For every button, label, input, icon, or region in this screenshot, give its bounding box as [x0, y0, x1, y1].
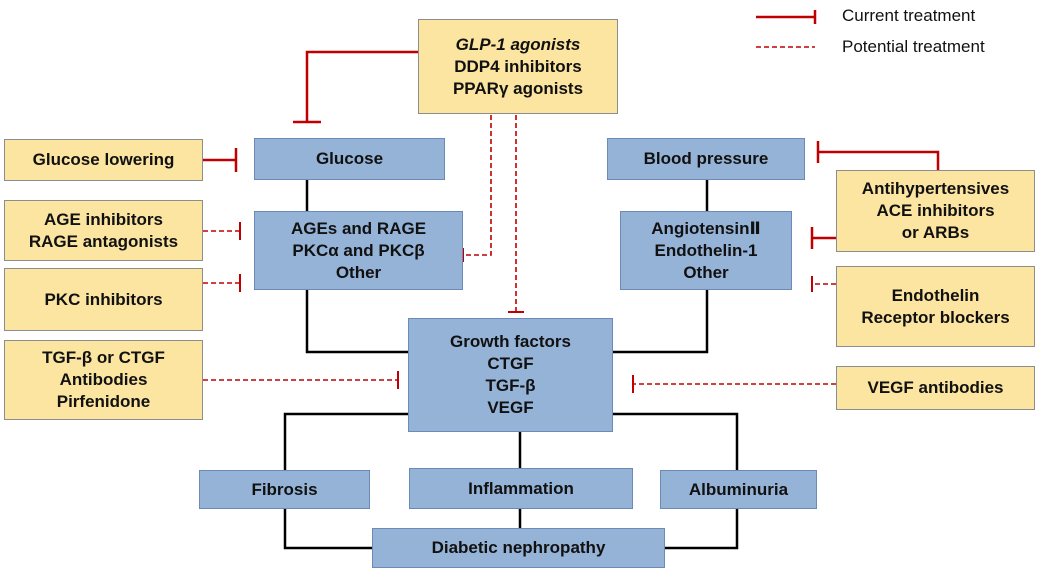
- connector-ages-growth: [305, 290, 408, 354]
- connector-growth-fibrosis: [283, 412, 408, 470]
- vegf-antibodies-text: VEGF antibodies: [867, 378, 1004, 397]
- antibodies-text: Antibodies: [59, 370, 148, 389]
- diabetic-nephropathy-text: Diabetic nephropathy: [431, 538, 606, 557]
- connector-albuminuria-nephropathy: [665, 509, 739, 550]
- glp1-agonists-text: GLP-1 agonists: [455, 34, 581, 54]
- connector-fibrosis-nephropathy: [283, 509, 372, 550]
- endothelin-text: Endothelin: [891, 285, 980, 305]
- or-arbs-text: or ARBs: [901, 223, 970, 242]
- inhibit-glp1-glucose: [305, 50, 418, 122]
- pkc-text: PKCα and PKCβ: [292, 240, 425, 260]
- glp1-treatment-box: GLP-1 agonists DDP4 inhibitors PPARγ ago…: [418, 19, 618, 114]
- legend-current-label: Current treatment: [842, 6, 976, 25]
- tgf-ctgf-text: TGF-β or CTGF: [42, 348, 165, 367]
- ctgf-text: CTGF: [487, 354, 534, 373]
- age-inhibitors-box: AGE inhibitors RAGE antagonists: [4, 200, 203, 261]
- age-inhibitors-text: AGE inhibitors: [44, 209, 163, 229]
- tgf-beta-text: TGF-β: [485, 376, 536, 395]
- fibrosis-text: Fibrosis: [251, 479, 318, 499]
- vegf-antibodies-box: VEGF antibodies: [836, 366, 1035, 410]
- pirfenidone-text: Pirfenidone: [56, 392, 151, 411]
- angiotensin-box: AngiotensinⅡ Endothelin-1 Other: [620, 211, 792, 290]
- growth-factors-text: Growth factors: [450, 332, 571, 351]
- ages-rage-text: AGEs and RAGE: [290, 218, 427, 238]
- fibrosis-box: Fibrosis: [199, 470, 370, 509]
- vegf-text: VEGF: [487, 398, 534, 417]
- ace-inhibitors-text: ACE inhibitors: [876, 201, 995, 220]
- ppar-agonists-text: PPARγ agonists: [452, 78, 584, 98]
- inhibit-antihypertensives-bp: [818, 150, 940, 170]
- connector-growth-albuminuria: [613, 412, 739, 470]
- rage-antagonists-text: RAGE antagonists: [28, 231, 179, 251]
- angiotensin-text: AngiotensinⅡ: [651, 218, 761, 238]
- angiotensin-other-text: Other: [683, 262, 729, 282]
- ages-other-text: Other: [335, 262, 382, 282]
- blood-pressure-box: Blood pressure: [607, 138, 805, 180]
- antihypertensives-box: Antihypertensives ACE inhibitors or ARBs: [836, 170, 1035, 252]
- tgf-antibodies-box: TGF-β or CTGF Antibodies Pirfenidone: [4, 340, 203, 420]
- receptor-blockers-text: Receptor blockers: [861, 307, 1010, 327]
- diabetic-nephropathy-box: Diabetic nephropathy: [372, 528, 665, 568]
- ddp4-inhibitors-text: DDP4 inhibitors: [454, 56, 582, 76]
- legend-potential-label: Potential treatment: [842, 37, 985, 56]
- growth-factors-box: Growth factors CTGF TGF-β VEGF: [408, 318, 613, 432]
- inflammation-text: Inflammation: [468, 478, 574, 498]
- albuminuria-box: Albuminuria: [660, 470, 817, 509]
- endothelin-blockers-box: Endothelin Receptor blockers: [836, 266, 1035, 347]
- glucose-text: Glucose: [315, 149, 384, 168]
- pkc-inhibitors-box: PKC inhibitors: [4, 268, 203, 331]
- albuminuria-text: Albuminuria: [688, 479, 789, 499]
- glucose-lowering-box: Glucose lowering: [4, 139, 203, 181]
- potential-glp1-ages: [463, 115, 492, 256]
- glucose-lowering-text: Glucose lowering: [32, 150, 175, 169]
- endothelin-1-text: Endothelin-1: [654, 240, 758, 260]
- pkc-inhibitors-text: PKC inhibitors: [44, 289, 163, 309]
- inflammation-box: Inflammation: [409, 468, 633, 509]
- blood-pressure-text: Blood pressure: [643, 149, 769, 168]
- ages-box: AGEs and RAGE PKCα and PKCβ Other: [254, 211, 463, 290]
- glucose-box: Glucose: [254, 138, 445, 180]
- connector-angiotensin-growth: [613, 290, 709, 354]
- antihypertensives-text: Antihypertensives: [861, 179, 1010, 198]
